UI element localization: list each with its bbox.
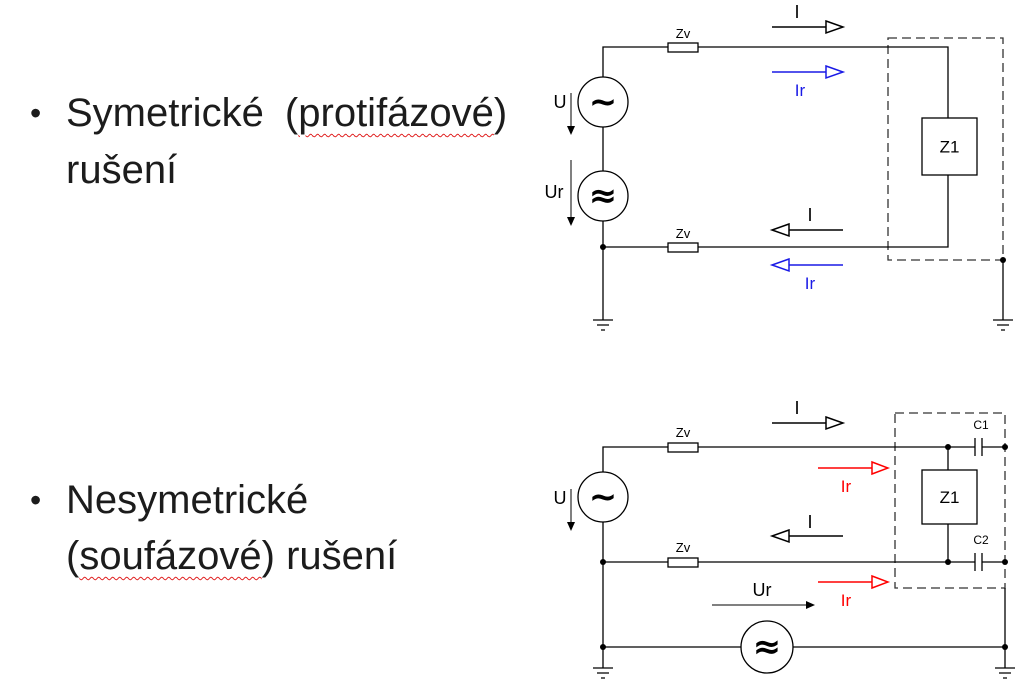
- ground-symbol: [993, 319, 1013, 331]
- noise-source-symbol: ≈: [753, 627, 782, 667]
- current-arrow-top: [772, 19, 846, 35]
- asymmetric-title-line1: Nesymetrické: [66, 478, 309, 522]
- load-z1-label: Z1: [940, 138, 960, 157]
- top-conductor: [602, 446, 975, 472]
- junction-dot: [600, 244, 606, 250]
- shield-enclosure: [894, 412, 1006, 589]
- current-arrow-bottom: [769, 222, 843, 238]
- noise-current-middle-label: Ir: [841, 591, 852, 610]
- ground-lines: [993, 319, 1013, 331]
- asymmetric-title-prefix: (: [66, 534, 80, 578]
- symmetric-title-prefix: Symetrické (: [66, 91, 299, 135]
- symmetric-title-line2: rušení: [66, 148, 178, 192]
- current-top-label: I: [794, 2, 799, 22]
- load-z1-box: [921, 469, 978, 525]
- arrow-head: [769, 222, 790, 238]
- zv-middle-resistor: [667, 557, 699, 568]
- noise-current-top-label: Ir: [795, 81, 806, 100]
- noise-current-arrow-bottom: [769, 257, 843, 273]
- zv-top-label: Zv: [676, 26, 691, 41]
- zv-top-label: Zv: [676, 425, 691, 440]
- symmetric-title-marked-word: protifázové: [298, 91, 494, 135]
- voltage-source-u: [577, 471, 629, 523]
- bottom-conductor: [602, 175, 949, 248]
- bullet-marker: •: [30, 482, 42, 518]
- load-z1-label: Z1: [940, 488, 960, 507]
- junction-dot: [1002, 644, 1008, 650]
- bullet-marker: •: [30, 95, 42, 131]
- source-ur-label: Ur: [753, 580, 772, 600]
- current-bottom-label: I: [807, 205, 812, 225]
- voltage-arrow-head: [567, 126, 575, 135]
- capacitor-c2-label: C2: [973, 533, 989, 547]
- voltage-arrow-ur: [567, 160, 575, 226]
- ac-source-symbol: ~: [589, 82, 618, 122]
- capacitor-plates: [974, 438, 983, 456]
- symmetric-interference-circuit: Z1 Zv Zv ~ ≈ U Ur I Ir: [545, 2, 1013, 331]
- capacitor-c2: [974, 553, 983, 571]
- shield-enclosure: [887, 37, 1004, 261]
- current-middle-label: I: [807, 512, 812, 532]
- noise-current-arrow-middle: [818, 574, 891, 590]
- source-ur-label: Ur: [545, 182, 564, 202]
- voltage-arrow-ur: [712, 601, 815, 609]
- junction-dot: [945, 559, 951, 565]
- asymmetric-title-marked-word: soufázové: [79, 534, 262, 578]
- ground-symbol: [593, 319, 613, 331]
- noise-current-bottom-label: Ir: [805, 274, 816, 293]
- noise-current-arrow-top: [818, 460, 891, 476]
- ground-lines: [593, 319, 613, 331]
- junction-dot: [1002, 444, 1008, 450]
- current-arrow-top: [772, 415, 846, 431]
- voltage-arrow-u: [567, 93, 575, 135]
- ground-symbol: [995, 667, 1015, 679]
- junction-dot: [1002, 559, 1008, 565]
- arrow-head: [825, 64, 846, 80]
- arrow-head: [769, 257, 790, 273]
- voltage-arrow-head: [567, 522, 575, 531]
- arrow-head: [769, 528, 790, 544]
- voltage-arrow-head: [567, 217, 575, 226]
- current-arrow-middle: [769, 528, 843, 544]
- zv-top-resistor: [667, 442, 699, 453]
- symmetric-title-line1: Symetrické (protifázové): [66, 84, 507, 142]
- voltage-source-ur: [577, 170, 629, 222]
- ground-symbol: [593, 667, 613, 679]
- zv-bottom-resistor: [667, 242, 699, 253]
- arrow-head: [825, 415, 846, 431]
- voltage-arrow-head: [806, 601, 815, 609]
- zv-top-resistor: [667, 42, 699, 53]
- noise-current-top-label: Ir: [841, 477, 852, 496]
- ground-lines: [995, 667, 1015, 679]
- source-u-label: U: [554, 92, 567, 112]
- voltage-source-ur: [740, 620, 794, 674]
- voltage-source-u: [577, 76, 629, 128]
- source-u-label: U: [554, 488, 567, 508]
- symmetric-title-suffix: ): [493, 91, 508, 135]
- ground-lines: [593, 667, 613, 679]
- noise-source-symbol: ≈: [589, 176, 618, 216]
- ac-source-symbol: ~: [589, 477, 618, 517]
- zv-bottom-label: Zv: [676, 226, 691, 241]
- arrow-head: [871, 460, 891, 476]
- voltage-arrow-u: [567, 489, 575, 531]
- junction-dot: [945, 444, 951, 450]
- junction-dot: [600, 559, 606, 565]
- asymmetric-title-suffix: ) rušení: [261, 534, 398, 578]
- load-z1-box: [921, 117, 978, 176]
- arrow-head: [825, 19, 846, 35]
- asymmetric-title-line2: (soufázové) rušení: [66, 527, 397, 585]
- junction-dot: [600, 644, 606, 650]
- noise-current-arrow-top: [772, 64, 846, 80]
- arrow-head: [871, 574, 891, 590]
- junction-dot: [1000, 257, 1006, 263]
- top-conductor: [602, 46, 949, 118]
- capacitor-c1-label: C1: [973, 418, 989, 432]
- current-top-label: I: [794, 398, 799, 418]
- capacitor-plates: [974, 553, 983, 571]
- asymmetric-interference-circuit: C1 C2 Z1 Zv Zv ~ U ≈ Ur: [554, 398, 1015, 679]
- capacitor-c1: [974, 438, 983, 456]
- zv-middle-label: Zv: [676, 540, 691, 555]
